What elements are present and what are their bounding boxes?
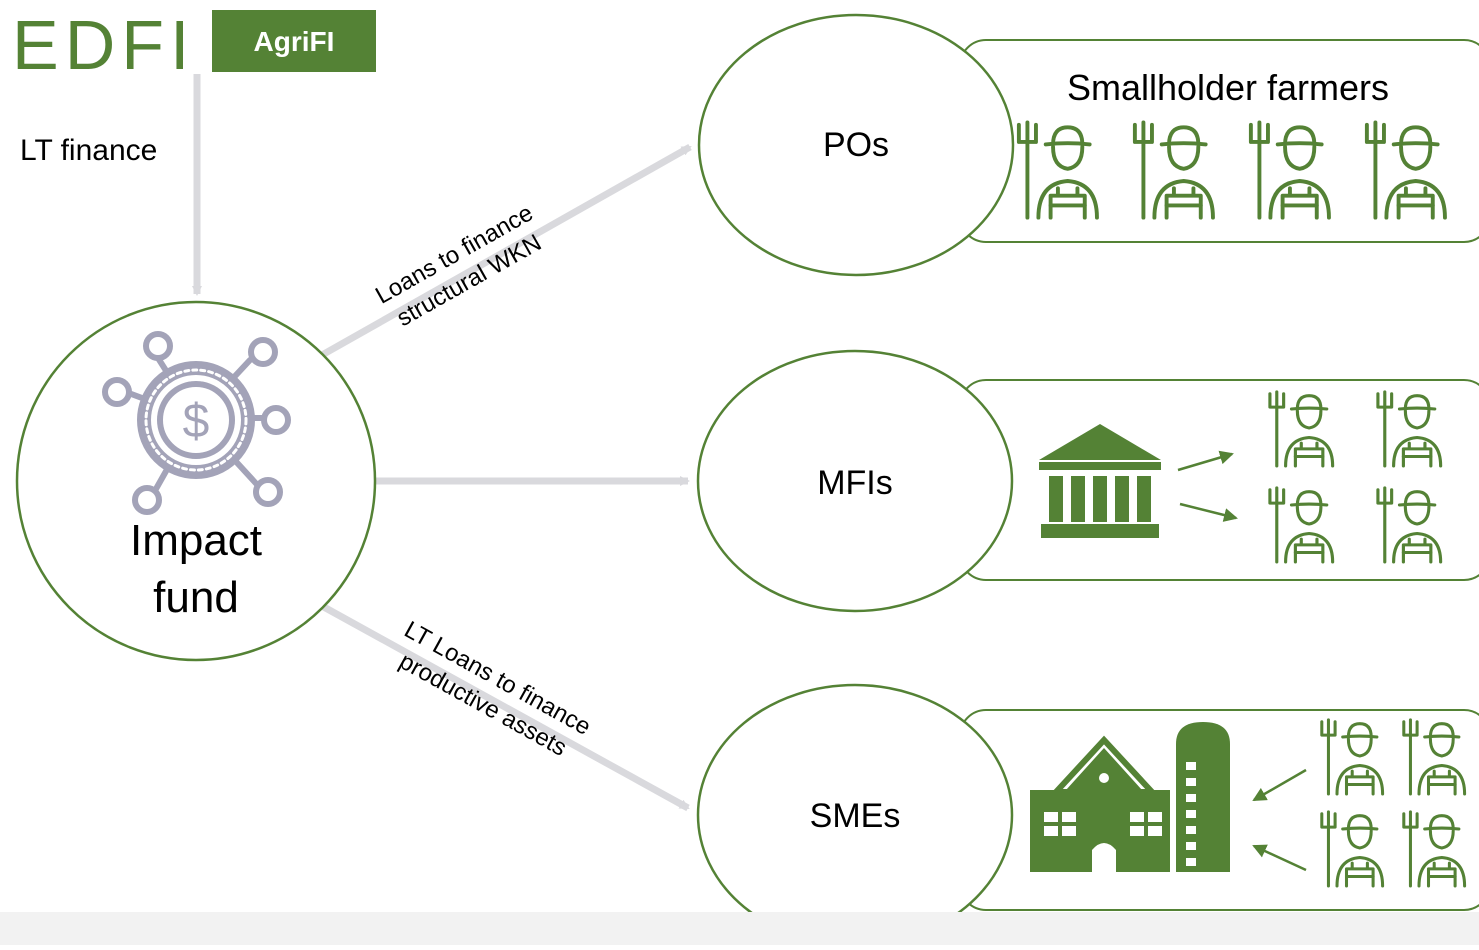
agrifi-logo-box [212,10,376,72]
lt-finance-label: LT finance [20,134,157,167]
sme-arrow-up [1252,768,1307,802]
impact-fund-line1: Impact [130,516,262,565]
farm-barn-silo-icon [1030,722,1230,872]
impact-fund-node: $ Impact fund [15,300,377,662]
agrifi-logo: AgriFI [212,10,376,72]
mfis-circle [696,349,1014,613]
agrifi-logo-text: AgriFI [254,26,335,57]
smes-arrow [320,602,690,812]
pos-circle [697,13,1015,277]
mfi-arrow-down [1179,502,1238,522]
pos-label: POs [823,126,889,164]
sme-arrow-down [1252,844,1307,872]
edfi-logo-text: EDFI [12,6,195,84]
bottom-band [0,912,1479,945]
mfis-label: MFIs [817,464,893,502]
smes-label: SMEs [810,797,901,835]
svg-text:$: $ [183,395,210,448]
impact-fund-line2: fund [153,573,239,622]
edfi-logo: EDFI [12,6,195,84]
lt-loans-label: LT Loans to finance productive assets [395,616,596,762]
pos-arrow [320,143,692,359]
mfi-arrow-up [1177,450,1234,472]
money-network-icon: $ [102,331,291,515]
loans-wkn-label: Loans to finance structural WKN [371,199,546,332]
bank-building-icon [1039,424,1161,538]
smallholder-farmers-label: Smallholder farmers [1067,67,1389,108]
